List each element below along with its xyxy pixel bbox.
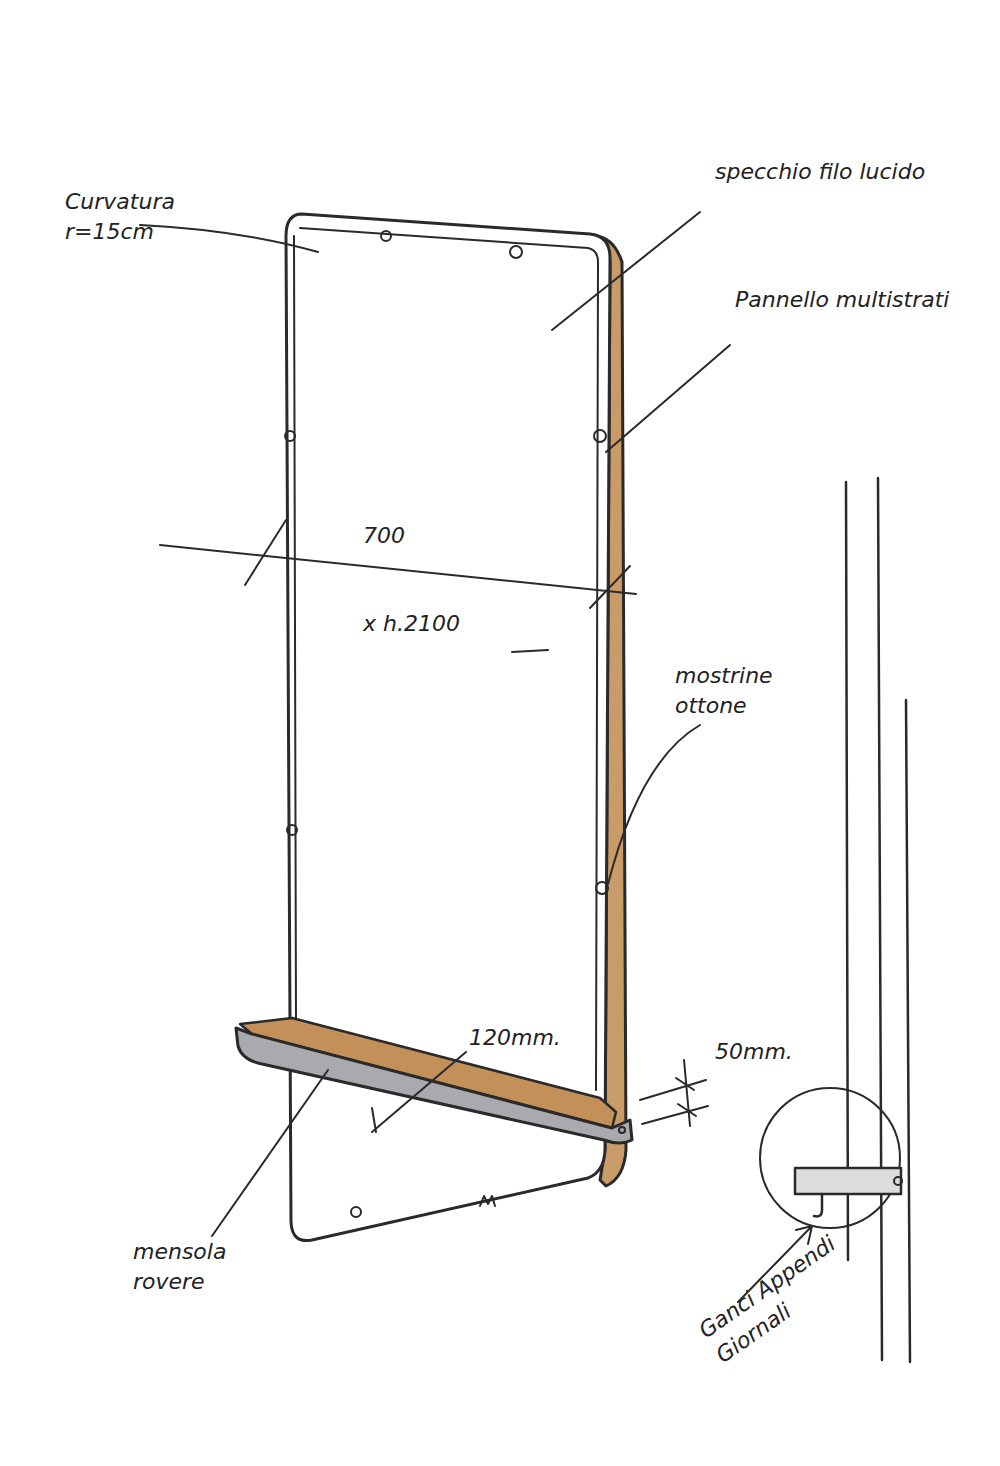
leader-line	[212, 1070, 328, 1236]
annotation-label: specchio filo lucido	[712, 156, 938, 188]
annotation-label: x h.2100	[360, 608, 556, 640]
mirror-inner	[300, 228, 598, 1090]
mirror-inner	[294, 236, 296, 1022]
dimension-tick	[245, 520, 630, 608]
section-detail	[738, 478, 910, 1362]
dimension-line	[640, 1060, 708, 1126]
dimension-line	[372, 1052, 466, 1132]
annotation-label: 50mm.	[712, 1036, 818, 1068]
leader-line	[606, 345, 730, 452]
dimension-line	[160, 545, 636, 594]
leader-line	[608, 725, 700, 884]
annotation-label: mensola rovere	[130, 1236, 266, 1297]
annotation-label: Ganci Appendi Giornali	[690, 1204, 894, 1372]
leader-line	[140, 225, 318, 252]
annotation-label: 700	[360, 520, 446, 552]
annotation-label: 120mm.	[466, 1022, 582, 1054]
shelf-bracket	[236, 1028, 632, 1143]
annotation-label: mostrine ottone	[672, 660, 848, 721]
annotation-label: Curvatura r=15cm	[62, 186, 228, 247]
annotation-label: Pannello multistrati	[732, 284, 968, 316]
leader-line	[552, 212, 700, 330]
